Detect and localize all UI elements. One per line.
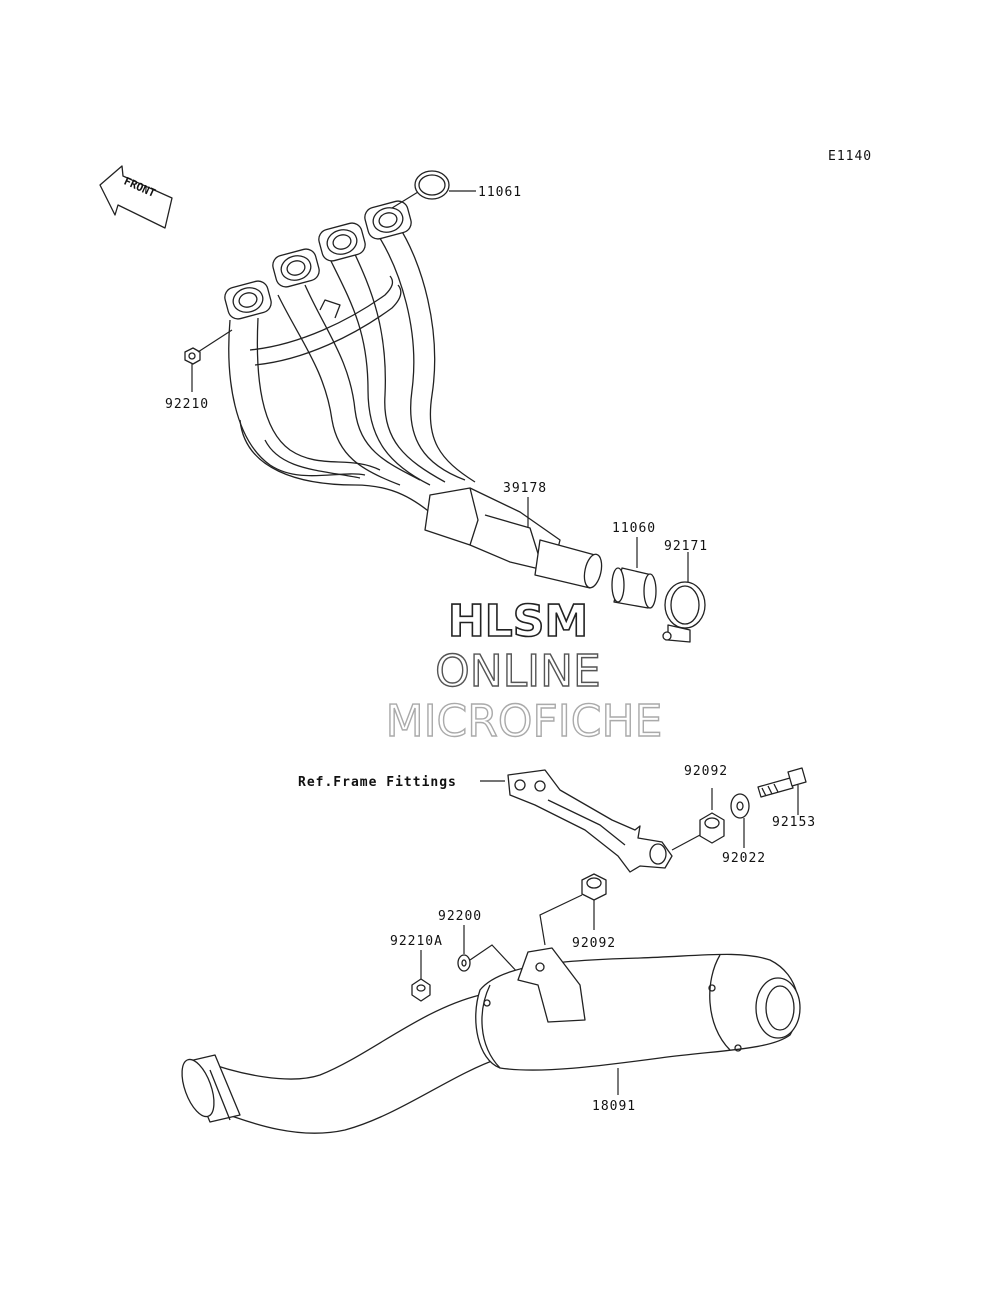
watermark-line2: ONLINE: [435, 646, 601, 697]
front-arrow-icon: FRONT: [99, 165, 173, 229]
part-label-11060: 11060: [612, 521, 656, 536]
frame-bracket: [507, 769, 673, 873]
part-label-11061: 11061: [478, 185, 522, 200]
part-label-39178: 39178: [503, 481, 547, 496]
watermark-line1: HLSM: [448, 596, 588, 647]
exhaust-flanges: [224, 200, 412, 320]
washer: [730, 793, 750, 819]
gasket-ring: [414, 170, 450, 200]
leader-line: [391, 191, 419, 209]
exhaust-header-pipes: [228, 224, 603, 589]
bolt: [757, 767, 807, 798]
leader-line: [539, 894, 583, 946]
part-label-92210A: 92210A: [390, 934, 443, 949]
part-label-92092-bottom: 92092: [572, 936, 616, 951]
nut-icon: [184, 347, 201, 365]
ref-frame-fittings-label: Ref.Frame Fittings: [298, 775, 457, 790]
watermark-line3: MICROFICHE: [386, 696, 663, 747]
diagram-code: E1140: [828, 149, 872, 164]
washer: [457, 954, 471, 972]
part-label-92022: 92022: [722, 851, 766, 866]
leader-line: [671, 834, 701, 851]
rubber-damper: [581, 873, 607, 901]
muffler: [181, 947, 801, 1134]
sleeve-part: [611, 567, 657, 609]
part-label-18091: 18091: [592, 1099, 636, 1114]
watermark: HLSM ONLINE MICROFICHE: [385, 595, 663, 748]
leader-line: [197, 329, 233, 353]
part-label-92210: 92210: [165, 397, 209, 412]
part-label-92153: 92153: [772, 815, 816, 830]
leader-line: [469, 944, 521, 976]
rubber-damper: [699, 812, 725, 844]
nut-icon: [411, 978, 431, 1002]
clamp-part: [662, 581, 706, 643]
part-label-92171: 92171: [664, 539, 708, 554]
part-label-92200: 92200: [438, 909, 482, 924]
part-label-92092-top: 92092: [684, 764, 728, 779]
